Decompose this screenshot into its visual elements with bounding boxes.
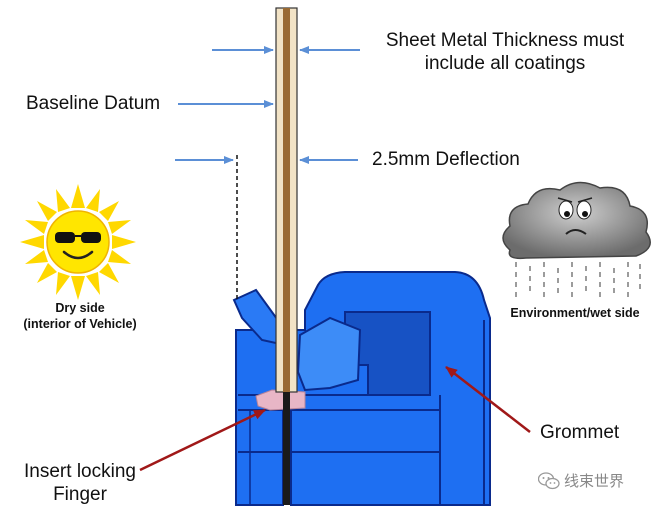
insert-label-line1: Insert locking: [24, 461, 136, 482]
wet-side-label: Environment/wet side: [510, 306, 640, 320]
grommet-label: Grommet: [540, 422, 620, 443]
grommet-body: [232, 271, 491, 506]
deflection-label: 2.5mm Deflection: [372, 149, 520, 170]
grommet-leader-arrow: [445, 366, 531, 433]
baseline-datum-label: Baseline Datum: [26, 93, 161, 114]
sheet-metal-thickness-label: Sheet Metal Thickness must include all c…: [370, 29, 640, 75]
dry-side-line2: (interior of Vehicle): [23, 317, 137, 331]
insert-label-line2: Finger: [53, 484, 107, 505]
dry-side-line1: Dry side: [55, 301, 105, 315]
sun-with-sunglasses-icon: [20, 184, 136, 300]
insert-leader-arrow: [139, 408, 266, 472]
dry-side-label: Dry side (interior of Vehicle): [10, 300, 150, 332]
sheet-metal-label-line2: include all coatings: [424, 53, 586, 74]
wechat-icon: [538, 471, 560, 489]
sheet-metal-label-line1: Sheet Metal Thickness must: [385, 30, 625, 51]
watermark: 线束世界: [538, 470, 624, 491]
insert-locking-finger-label: Insert locking Finger: [10, 460, 150, 506]
watermark-text: 线束世界: [564, 472, 625, 490]
sad-rain-cloud-icon: [502, 181, 651, 302]
